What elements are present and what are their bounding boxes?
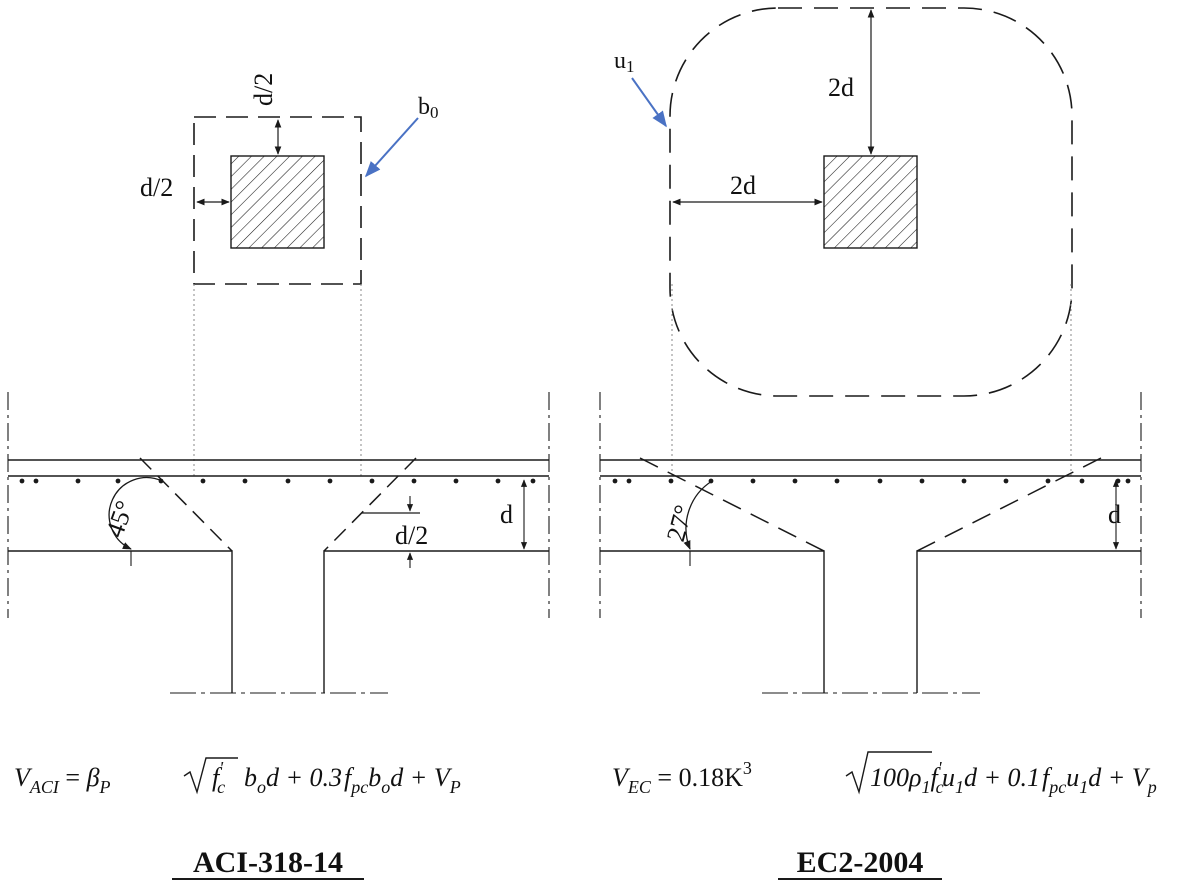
ec-angle-arc xyxy=(683,480,713,550)
aci-slab-bottom-left xyxy=(8,550,233,693)
ec-perimeter-arrow xyxy=(631,77,667,128)
ec-eq-sqrt-body: 100ρ1f'c xyxy=(870,758,944,797)
aci-sqrt-sign xyxy=(183,757,238,795)
ec-column-section xyxy=(823,155,918,249)
ec-sqrt-sign xyxy=(845,751,932,795)
aci-eq-rest: bod + 0.3fpcbod + VP xyxy=(244,763,461,797)
aci-half-d-left-label: d/2 xyxy=(140,173,173,202)
ec-vertical-2d-label: 2d xyxy=(828,73,854,102)
aci-depth-label: d xyxy=(500,500,513,529)
aci-plan-view: d/2 d/2 b0 xyxy=(140,73,439,478)
ec-equation: VEC = 0.18K3 100ρ1f'c u1d + 0.1fpcu1d + … xyxy=(612,751,1157,797)
aci-critical-perimeter xyxy=(193,116,362,285)
aci-eq-lhs: VACI = βP xyxy=(14,763,111,797)
aci-half-d-top-label: d/2 xyxy=(249,73,278,106)
ec-eq-lhs: VEC = 0.18K3 xyxy=(612,758,752,797)
ec-slab-bottom-right xyxy=(916,550,1141,693)
aci-code-title: ACI-318-14 xyxy=(193,846,343,879)
ec-perimeter-label: u1 xyxy=(614,48,635,76)
aci-half-d-side-label: d/2 xyxy=(395,521,428,550)
aci-perimeter-arrow xyxy=(364,117,419,178)
ec-plan-view: 2d 2d u1 xyxy=(614,7,1073,478)
ec-depth-label: d xyxy=(1108,500,1121,529)
aci-failure-left xyxy=(139,457,233,552)
aci-column-section xyxy=(230,155,325,249)
aci-failure-right xyxy=(323,457,417,552)
aci-angle-label: 45° xyxy=(100,497,140,541)
ec-code-title: EC2-2004 xyxy=(797,846,924,879)
aci-equation: VACI = βP f'c bod + 0.3fpcbod + VP xyxy=(14,757,461,797)
aci-section-view: d/2 45° d xyxy=(7,392,550,694)
aci-rebar-dots xyxy=(19,478,536,484)
ec-horizontal-2d-label: 2d xyxy=(730,171,756,200)
aci-perimeter-label: b0 xyxy=(418,94,439,122)
ec-slab-bottom-left xyxy=(600,550,825,693)
ec-critical-perimeter xyxy=(669,7,1073,397)
aci-angle-arc xyxy=(108,477,163,550)
aci-slab-bottom-right xyxy=(323,550,549,693)
ec-failure-right xyxy=(916,457,1102,552)
ec-eq-rest: u1d + 0.1fpcu1d + Vp xyxy=(942,763,1157,797)
ec-section-view: 27° d xyxy=(599,392,1142,694)
aci-eq-sqrt-body: f'c xyxy=(212,758,225,797)
ec-angle-label: 27° xyxy=(661,502,698,545)
ec-rebar-dots xyxy=(612,478,1131,484)
ec-failure-left xyxy=(639,457,825,552)
